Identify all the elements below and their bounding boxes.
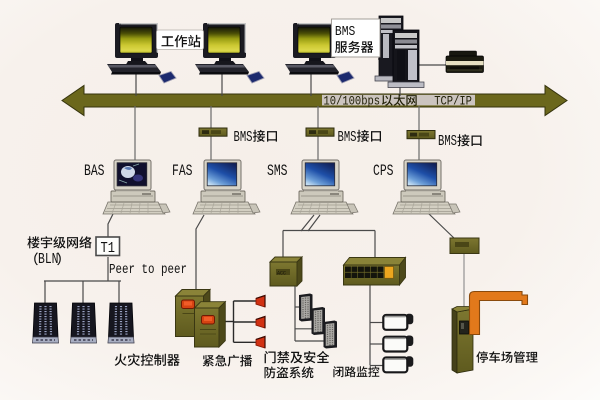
svg-text:CPS: CPS bbox=[373, 162, 394, 180]
svg-text:BLN: BLN bbox=[38, 252, 59, 268]
svg-text:BMS: BMS bbox=[234, 129, 253, 146]
svg-text:Peer to peer: Peer to peer bbox=[109, 263, 187, 278]
svg-text:ACC: ACC bbox=[277, 270, 286, 276]
svg-text:BAS: BAS bbox=[84, 162, 105, 180]
svg-text:BMS: BMS bbox=[338, 129, 357, 146]
svg-text:10/100bps: 10/100bps bbox=[323, 94, 380, 109]
svg-text:T1: T1 bbox=[101, 240, 116, 257]
svg-text:BMS: BMS bbox=[335, 25, 355, 40]
svg-text:SMS: SMS bbox=[267, 162, 288, 180]
svg-text:FAS: FAS bbox=[172, 162, 193, 180]
svg-text:BMS: BMS bbox=[438, 133, 457, 150]
svg-text:TCP/IP: TCP/IP bbox=[434, 94, 472, 109]
